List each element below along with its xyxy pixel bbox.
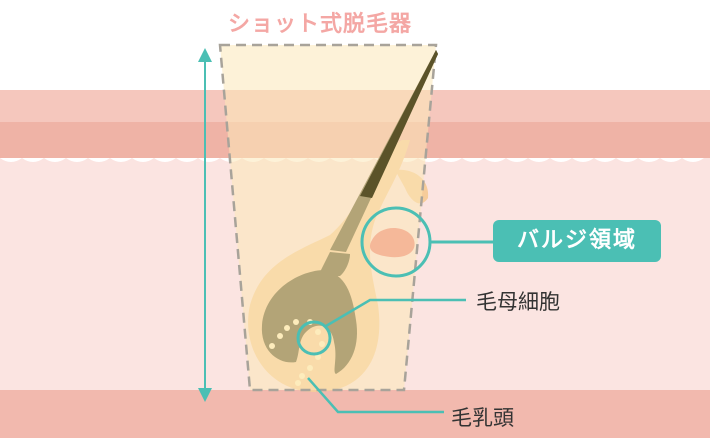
papilla-leader-line — [307, 377, 444, 414]
dermal-papilla-label: 毛乳頭 — [451, 406, 514, 430]
bulge-region-label: バルジ領域 — [493, 220, 661, 262]
matrix-leader-line — [325, 298, 466, 328]
subcutaneous-layer — [0, 390, 710, 438]
device-title: ショット式脱毛器 — [227, 12, 412, 37]
matrix-highlight-circle — [296, 320, 332, 356]
depth-arrow-head-bottom — [198, 388, 212, 402]
depth-arrow-head-top — [198, 48, 212, 62]
light-irradiation-area — [218, 43, 438, 392]
matrix-cells-label: 毛母細胞 — [476, 290, 560, 314]
hair-tip — [360, 50, 438, 198]
